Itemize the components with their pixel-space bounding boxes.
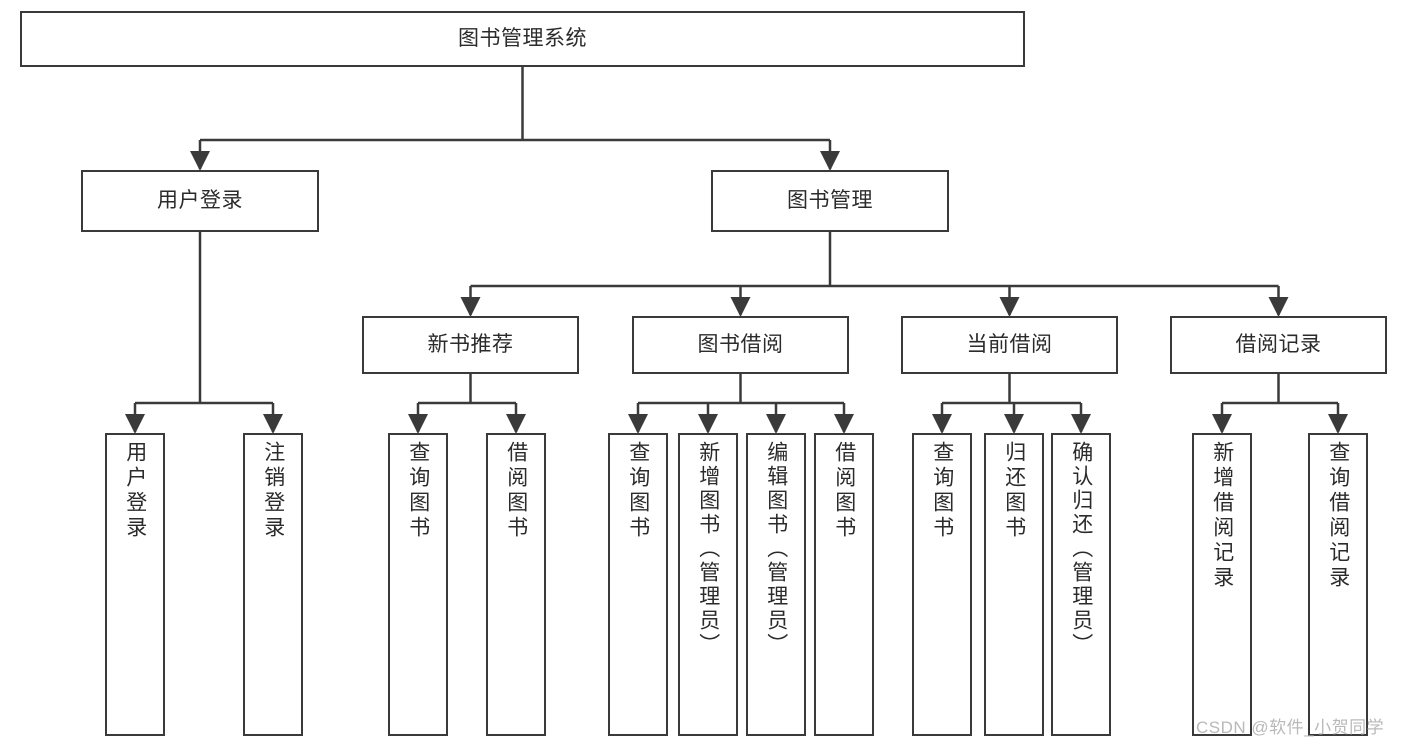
node-label: 当前借阅 <box>966 333 1053 357</box>
node-label: 查询借阅记录 <box>1326 441 1350 591</box>
node-leaf-borrow-lend[interactable]: 借阅图书 <box>814 433 874 736</box>
node-label: 新增图书（管理员） <box>696 441 720 657</box>
node-leaf-borrow-add[interactable]: 新增图书（管理员） <box>678 433 738 736</box>
node-leaf-cur-return[interactable]: 归还图书 <box>984 433 1044 736</box>
node-leaf-user-login[interactable]: 用户登录 <box>105 433 165 736</box>
node-label: 编辑图书（管理员） <box>764 441 788 657</box>
node-label: 借阅记录 <box>1235 333 1322 357</box>
node-label: 新书推荐 <box>427 333 514 357</box>
node-root[interactable]: 图书管理系统 <box>20 11 1025 67</box>
node-label: 借阅图书 <box>832 441 856 541</box>
node-leaf-cur-confirm[interactable]: 确认归还（管理员） <box>1051 433 1111 736</box>
node-leaf-logout[interactable]: 注销登录 <box>243 433 303 736</box>
node-label: 归还图书 <box>1002 441 1026 541</box>
node-label: 查询图书 <box>626 441 650 541</box>
node-records[interactable]: 借阅记录 <box>1170 316 1387 374</box>
node-label: 注销登录 <box>261 441 285 541</box>
node-login[interactable]: 用户登录 <box>81 170 319 232</box>
node-label: 用户登录 <box>123 441 147 541</box>
node-label: 用户登录 <box>157 189 243 213</box>
node-leaf-rec-query[interactable]: 查询借阅记录 <box>1308 433 1368 736</box>
node-label: 新增借阅记录 <box>1210 441 1234 591</box>
node-leaf-new-query[interactable]: 查询图书 <box>388 433 448 736</box>
watermark-text: CSDN @软件_小贺同学 <box>1196 718 1385 737</box>
node-label: 查询图书 <box>406 441 430 541</box>
node-current[interactable]: 当前借阅 <box>901 316 1118 374</box>
node-leaf-cur-query[interactable]: 查询图书 <box>912 433 972 736</box>
node-label: 图书管理 <box>787 189 873 213</box>
node-bookmgmt[interactable]: 图书管理 <box>711 170 949 232</box>
node-label: 查询图书 <box>930 441 954 541</box>
node-borrow[interactable]: 图书借阅 <box>632 316 849 374</box>
node-leaf-rec-add[interactable]: 新增借阅记录 <box>1192 433 1252 736</box>
node-leaf-new-borrow[interactable]: 借阅图书 <box>486 433 546 736</box>
node-label: 确认归还（管理员） <box>1069 441 1093 657</box>
node-leaf-borrow-query[interactable]: 查询图书 <box>608 433 668 736</box>
node-label: 借阅图书 <box>504 441 528 541</box>
node-newbook[interactable]: 新书推荐 <box>362 316 579 374</box>
node-label: 图书管理系统 <box>458 27 587 51</box>
node-leaf-borrow-edit[interactable]: 编辑图书（管理员） <box>746 433 806 736</box>
node-label: 图书借阅 <box>697 333 784 357</box>
